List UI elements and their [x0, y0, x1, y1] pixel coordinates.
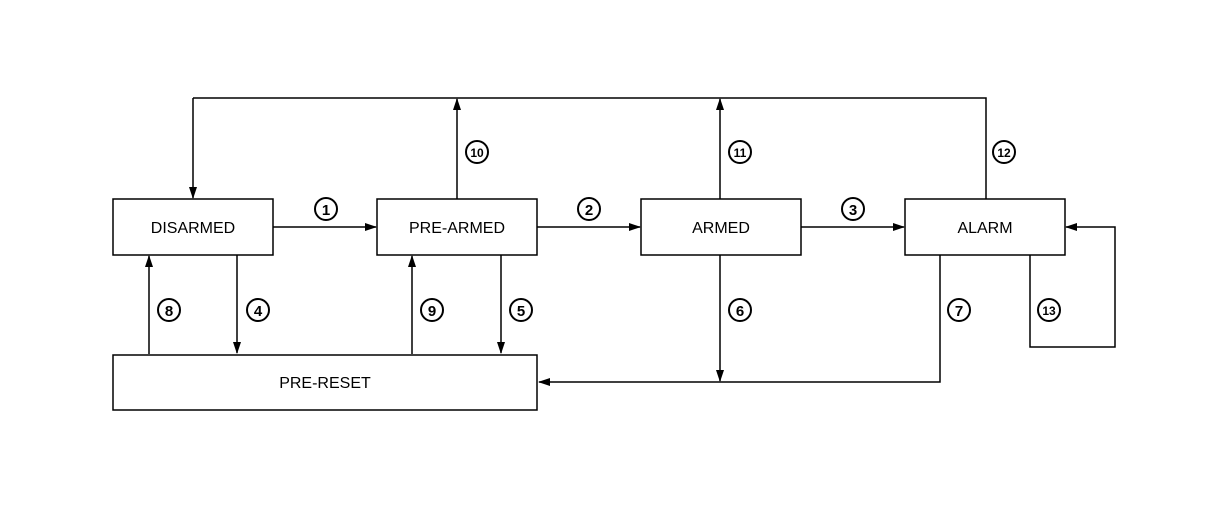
transition-marker-13: 13: [1037, 298, 1061, 322]
transition-number-12: 12: [997, 146, 1011, 160]
transition-number-2: 2: [585, 202, 593, 219]
state-disarmed: DISARMED: [112, 198, 274, 256]
transition-number-5: 5: [517, 303, 525, 320]
transition-number-9: 9: [428, 303, 436, 320]
transition-marker-7: 7: [947, 298, 971, 322]
state-alarm-label: ALARM: [957, 220, 1012, 237]
transition-number-8: 8: [165, 303, 173, 320]
state-armed: ARMED: [640, 198, 802, 256]
transition-marker-3: 3: [841, 197, 865, 221]
transition-marker-9: 9: [420, 298, 444, 322]
transition-marker-1: 1: [314, 197, 338, 221]
arrow-13: [1029, 223, 1116, 348]
transition-marker-8: 8: [157, 298, 181, 322]
arrow-7: [538, 255, 941, 386]
transition-number-4: 4: [254, 303, 263, 320]
transition-number-11: 11: [734, 146, 747, 160]
transition-marker-10: 10: [465, 140, 489, 164]
top-return-line: [193, 97, 987, 199]
transition-marker-12: 12: [992, 140, 1016, 164]
transition-number-13: 13: [1042, 304, 1056, 318]
transition-number-7: 7: [955, 303, 963, 320]
transition-marker-6: 6: [728, 298, 752, 322]
state-armed-label: ARMED: [692, 220, 750, 237]
transition-marker-2: 2: [577, 197, 601, 221]
transition-marker-5: 5: [509, 298, 533, 322]
state-pre-armed: PRE-ARMED: [376, 198, 538, 256]
state-alarm: ALARM: [904, 198, 1066, 256]
transition-number-1: 1: [322, 202, 330, 219]
transition-marker-11: 11: [728, 140, 752, 164]
transition-number-3: 3: [849, 202, 857, 219]
state-pre-reset-label: PRE-RESET: [279, 375, 371, 392]
state-pre-reset: PRE-RESET: [112, 354, 538, 411]
transition-number-10: 10: [470, 146, 484, 160]
transition-number-6: 6: [736, 303, 744, 320]
state-pre-armed-label: PRE-ARMED: [409, 220, 505, 237]
transition-marker-4: 4: [246, 298, 270, 322]
state-disarmed-label: DISARMED: [151, 220, 235, 237]
